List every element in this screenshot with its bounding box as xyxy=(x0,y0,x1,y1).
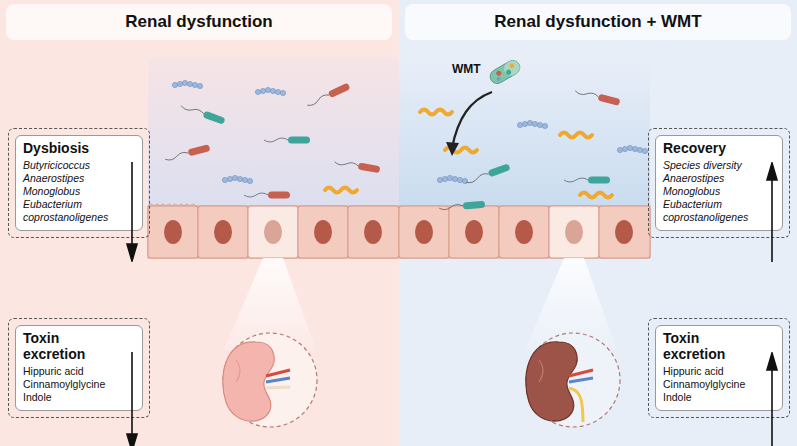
list-item: Eubacterium coprostanoligenes xyxy=(663,198,762,224)
list-item: Monoglobus xyxy=(663,185,762,198)
list-item: Anaerostipes xyxy=(663,172,762,185)
dashed-box: Toxin excretionHippuric acidCinnamoylgly… xyxy=(648,318,790,418)
dashed-box: DysbiosisButyricicoccusAnaerostipesMonog… xyxy=(8,128,150,238)
increase-arrow xyxy=(766,352,778,446)
treatment-label: WMT xyxy=(452,62,481,76)
list-item: Indole xyxy=(23,391,122,404)
box-heading: Recovery xyxy=(663,140,762,156)
box-heading: Toxin excretion xyxy=(663,330,762,362)
list-item: Hippuric acid xyxy=(663,365,762,378)
dashed-box: RecoverySpecies diversityAnaerostipesMon… xyxy=(648,128,790,238)
text-panel: Toxin excretionHippuric acidCinnamoylgly… xyxy=(655,325,783,411)
box-heading: Dysbiosis xyxy=(23,140,122,156)
list-item: Hippuric acid xyxy=(23,365,122,378)
decrease-arrow xyxy=(126,162,138,262)
list-item: Cinnamoylglycine xyxy=(663,378,762,391)
list-item: Eubacterium coprostanoligenes xyxy=(23,198,122,224)
list-item: Cinnamoylglycine xyxy=(23,378,122,391)
text-panel: DysbiosisButyricicoccusAnaerostipesMonog… xyxy=(15,135,143,231)
list-item: Butyricicoccus xyxy=(23,159,122,172)
list-item: Species diversity xyxy=(663,159,762,172)
panel-title: Renal dysfunction xyxy=(125,12,272,32)
list-item: Anaerostipes xyxy=(23,172,122,185)
increase-arrow xyxy=(766,162,778,262)
box-heading: Toxin excretion xyxy=(23,330,122,362)
text-panel: Toxin excretionHippuric acidCinnamoylgly… xyxy=(15,325,143,411)
text-panel: RecoverySpecies diversityAnaerostipesMon… xyxy=(655,135,783,231)
dashed-box: Toxin excretionHippuric acidCinnamoylgly… xyxy=(8,318,150,418)
list-item: Indole xyxy=(663,391,762,404)
panel-title: Renal dysfunction + WMT xyxy=(494,12,701,32)
decrease-arrow xyxy=(126,352,138,446)
list-item: Monoglobus xyxy=(23,185,122,198)
